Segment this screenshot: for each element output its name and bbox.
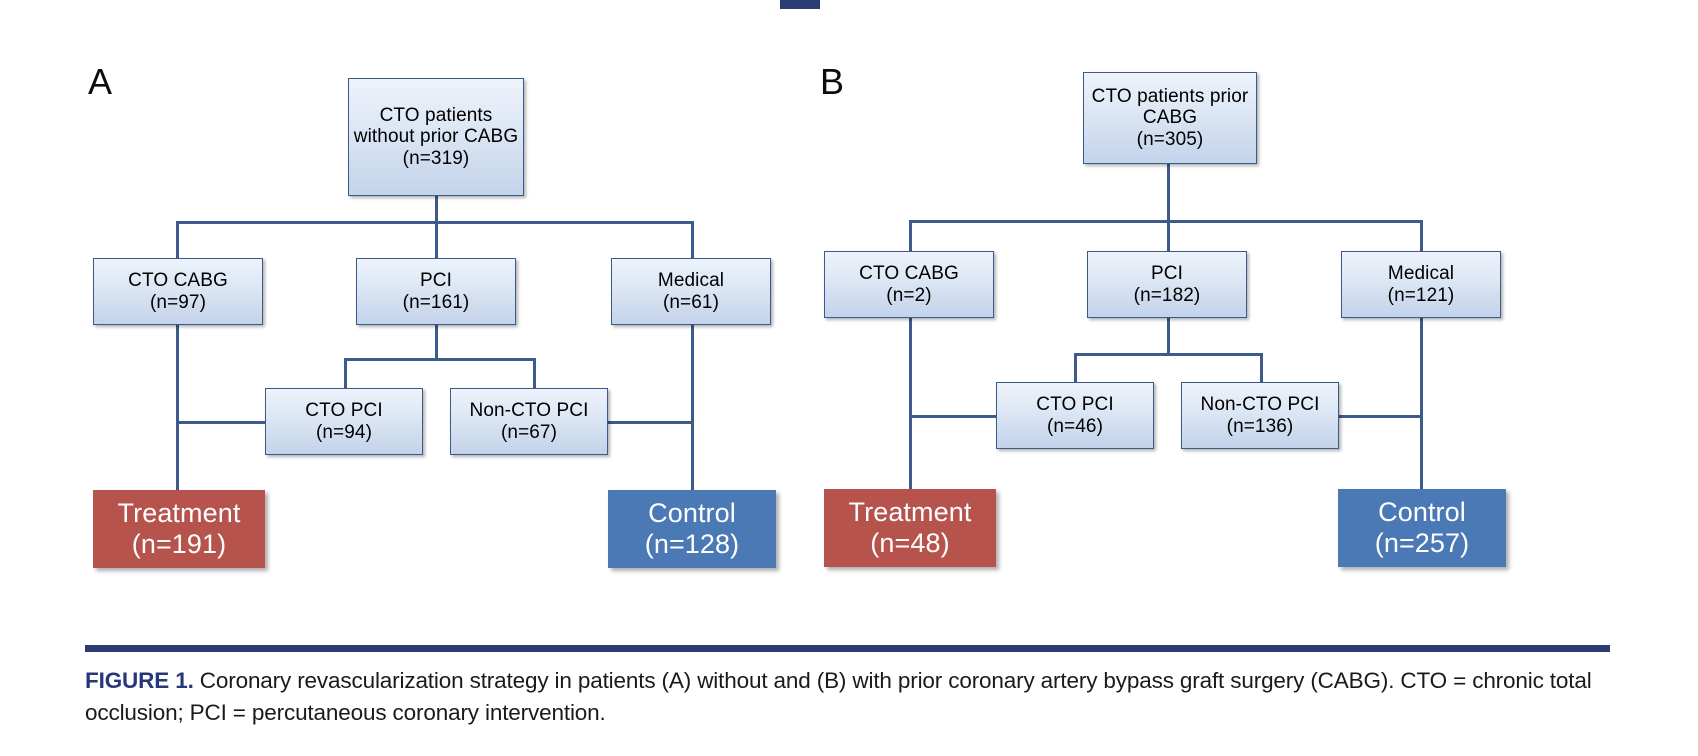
node-a-medical[interactable]: Medical (n=61) bbox=[611, 258, 771, 325]
connector-b-root-stem bbox=[1167, 164, 1170, 222]
node-b-cto-cabg[interactable]: CTO CABG (n=2) bbox=[824, 251, 994, 318]
connector-a-drop-pci bbox=[435, 221, 438, 258]
connector-b-pci-stem bbox=[1167, 318, 1170, 355]
connector-a-drop-cto-pci bbox=[344, 358, 347, 388]
panel-label-a: A bbox=[88, 61, 113, 102]
node-b-medical[interactable]: Medical (n=121) bbox=[1341, 251, 1501, 318]
connector-b-drop-cabg bbox=[909, 220, 912, 251]
figure-caption: FIGURE 1. Coronary revascularization str… bbox=[85, 665, 1625, 729]
caption-divider-rule bbox=[85, 645, 1610, 652]
node-b-control[interactable]: Control (n=257) bbox=[1338, 489, 1506, 567]
node-a-cto-pci-text: CTO PCI (n=94) bbox=[305, 400, 383, 443]
connector-b-cto-pci-feed bbox=[909, 415, 997, 418]
panel-label-b: B bbox=[820, 61, 845, 102]
node-a-treatment-text: Treatment (n=191) bbox=[117, 498, 241, 559]
connector-a-drop-non-cto-pci bbox=[533, 358, 536, 388]
node-a-root[interactable]: CTO patients without prior CABG (n=319) bbox=[348, 78, 524, 196]
node-b-treatment[interactable]: Treatment (n=48) bbox=[824, 489, 996, 567]
connector-b-drop-medical bbox=[1420, 220, 1423, 251]
connector-a-cabg-to-treatment bbox=[176, 325, 179, 493]
node-a-root-text: CTO patients without prior CABG (n=319) bbox=[353, 105, 519, 169]
connector-a-row3-bus bbox=[344, 358, 536, 361]
page-crop-marker bbox=[780, 0, 820, 9]
connector-b-medical-to-control bbox=[1420, 318, 1423, 492]
node-a-medical-text: Medical (n=61) bbox=[657, 270, 725, 313]
connector-a-root-stem bbox=[435, 196, 438, 222]
figure-caption-label: FIGURE 1. bbox=[85, 668, 194, 693]
connector-b-cabg-to-treatment bbox=[909, 318, 912, 492]
connector-a-pci-stem bbox=[435, 325, 438, 360]
node-b-cto-pci[interactable]: CTO PCI (n=46) bbox=[996, 382, 1154, 449]
connector-a-cto-pci-feed bbox=[176, 421, 266, 424]
node-a-cto-pci[interactable]: CTO PCI (n=94) bbox=[265, 388, 423, 455]
connector-a-drop-medical bbox=[691, 221, 694, 258]
connector-b-non-cto-pci-feed bbox=[1338, 415, 1423, 418]
node-a-pci-text: PCI (n=161) bbox=[402, 270, 470, 313]
node-a-non-cto-pci-text: Non-CTO PCI (n=67) bbox=[469, 400, 589, 443]
connector-b-drop-pci bbox=[1167, 220, 1170, 251]
node-b-root[interactable]: CTO patients prior CABG (n=305) bbox=[1083, 72, 1257, 164]
node-a-control[interactable]: Control (n=128) bbox=[608, 490, 776, 568]
node-b-pci[interactable]: PCI (n=182) bbox=[1087, 251, 1247, 318]
node-b-cto-pci-text: CTO PCI (n=46) bbox=[1036, 394, 1114, 437]
node-a-control-text: Control (n=128) bbox=[644, 498, 740, 559]
connector-b-row3-bus bbox=[1074, 353, 1263, 356]
connector-a-non-cto-pci-feed bbox=[608, 421, 694, 424]
node-a-cto-cabg-text: CTO CABG (n=97) bbox=[128, 270, 228, 313]
node-a-treatment[interactable]: Treatment (n=191) bbox=[93, 490, 265, 568]
figure-caption-text: Coronary revascularization strategy in p… bbox=[85, 668, 1592, 725]
connector-b-drop-cto-pci bbox=[1074, 353, 1077, 382]
node-b-non-cto-pci-text: Non-CTO PCI (n=136) bbox=[1200, 394, 1320, 437]
connector-a-drop-cabg bbox=[176, 221, 179, 258]
connector-a-medical-to-control bbox=[691, 325, 694, 493]
connector-b-drop-non-cto-pci bbox=[1260, 353, 1263, 382]
node-b-root-text: CTO patients prior CABG (n=305) bbox=[1091, 86, 1249, 150]
node-b-control-text: Control (n=257) bbox=[1374, 497, 1470, 558]
node-b-treatment-text: Treatment (n=48) bbox=[848, 497, 972, 558]
node-b-cto-cabg-text: CTO CABG (n=2) bbox=[859, 263, 959, 306]
node-a-pci[interactable]: PCI (n=161) bbox=[356, 258, 516, 325]
node-b-medical-text: Medical (n=121) bbox=[1387, 263, 1455, 306]
node-b-pci-text: PCI (n=182) bbox=[1133, 263, 1201, 306]
node-b-non-cto-pci[interactable]: Non-CTO PCI (n=136) bbox=[1181, 382, 1339, 449]
node-a-non-cto-pci[interactable]: Non-CTO PCI (n=67) bbox=[450, 388, 608, 455]
connector-b-row2-bus bbox=[909, 220, 1423, 223]
node-a-cto-cabg[interactable]: CTO CABG (n=97) bbox=[93, 258, 263, 325]
